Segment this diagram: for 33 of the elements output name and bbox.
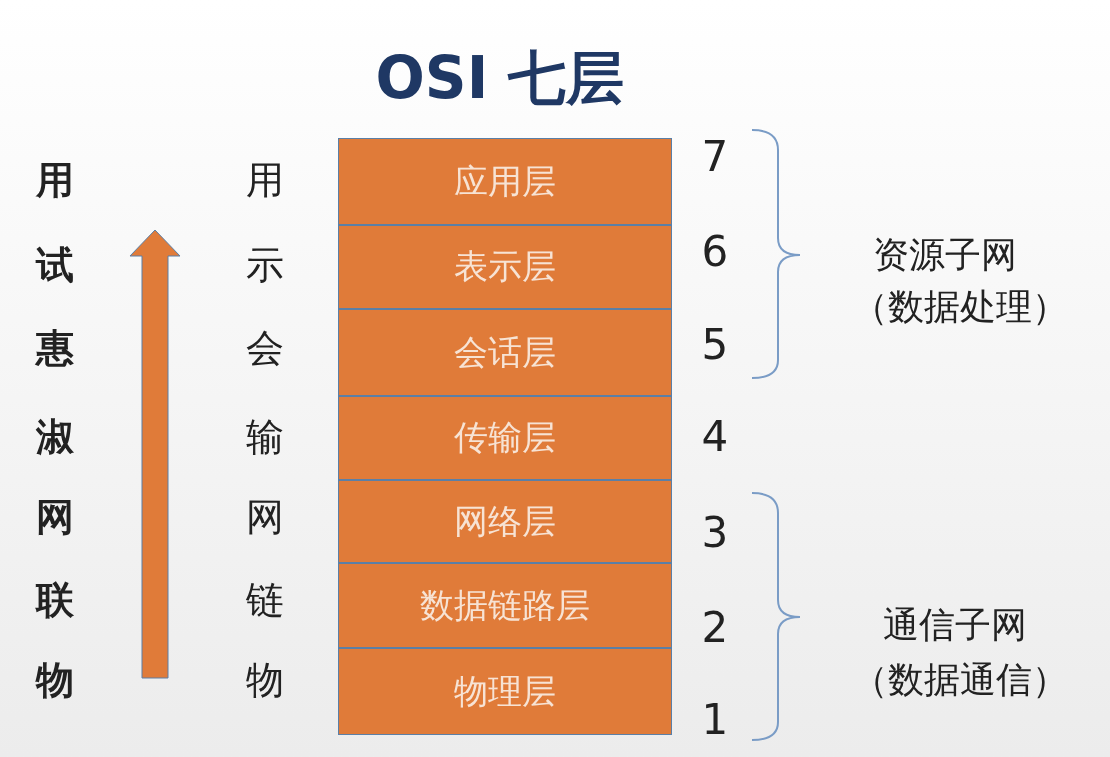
layer-number: 6 [701, 231, 729, 273]
title: OSI 七层 [374, 43, 626, 114]
layer-abbreviation: 会 [246, 329, 284, 367]
mnemonic-character: 物 [36, 661, 74, 699]
layer-box: 表示层 [338, 225, 672, 309]
layer-box: 应用层 [338, 138, 672, 225]
layer-abbreviation: 网 [246, 498, 284, 536]
layer-number: 5 [701, 324, 729, 366]
layer-box: 数据链路层 [338, 563, 672, 648]
layer-abbreviation: 物 [246, 661, 284, 699]
mnemonic-character: 用 [36, 161, 74, 199]
mnemonic-character: 惠 [36, 329, 74, 367]
layer-number: 4 [701, 416, 729, 458]
group-label: 通信子网 [883, 607, 1027, 643]
group-label: （数据处理） [852, 289, 1068, 325]
layer-abbreviation: 用 [246, 161, 284, 199]
layer-box: 会话层 [338, 309, 672, 396]
mnemonic-character: 淑 [36, 418, 74, 456]
layer-abbreviation: 链 [246, 581, 284, 619]
mnemonic-character: 网 [36, 498, 74, 536]
mnemonic-character: 试 [36, 246, 74, 284]
layer-box: 网络层 [338, 480, 672, 563]
mnemonic-character: 联 [36, 581, 74, 619]
layer-box: 传输层 [338, 396, 672, 480]
layer-number: 3 [701, 512, 729, 554]
layer-box: 物理层 [338, 648, 672, 735]
layer-abbreviation: 输 [246, 418, 284, 456]
group-label: 资源子网 [873, 237, 1017, 273]
layer-number: 1 [701, 699, 729, 741]
group-label: （数据通信） [852, 662, 1068, 698]
layer-number: 7 [701, 136, 729, 178]
layer-abbreviation: 示 [246, 246, 284, 284]
layer-number: 2 [701, 607, 729, 649]
